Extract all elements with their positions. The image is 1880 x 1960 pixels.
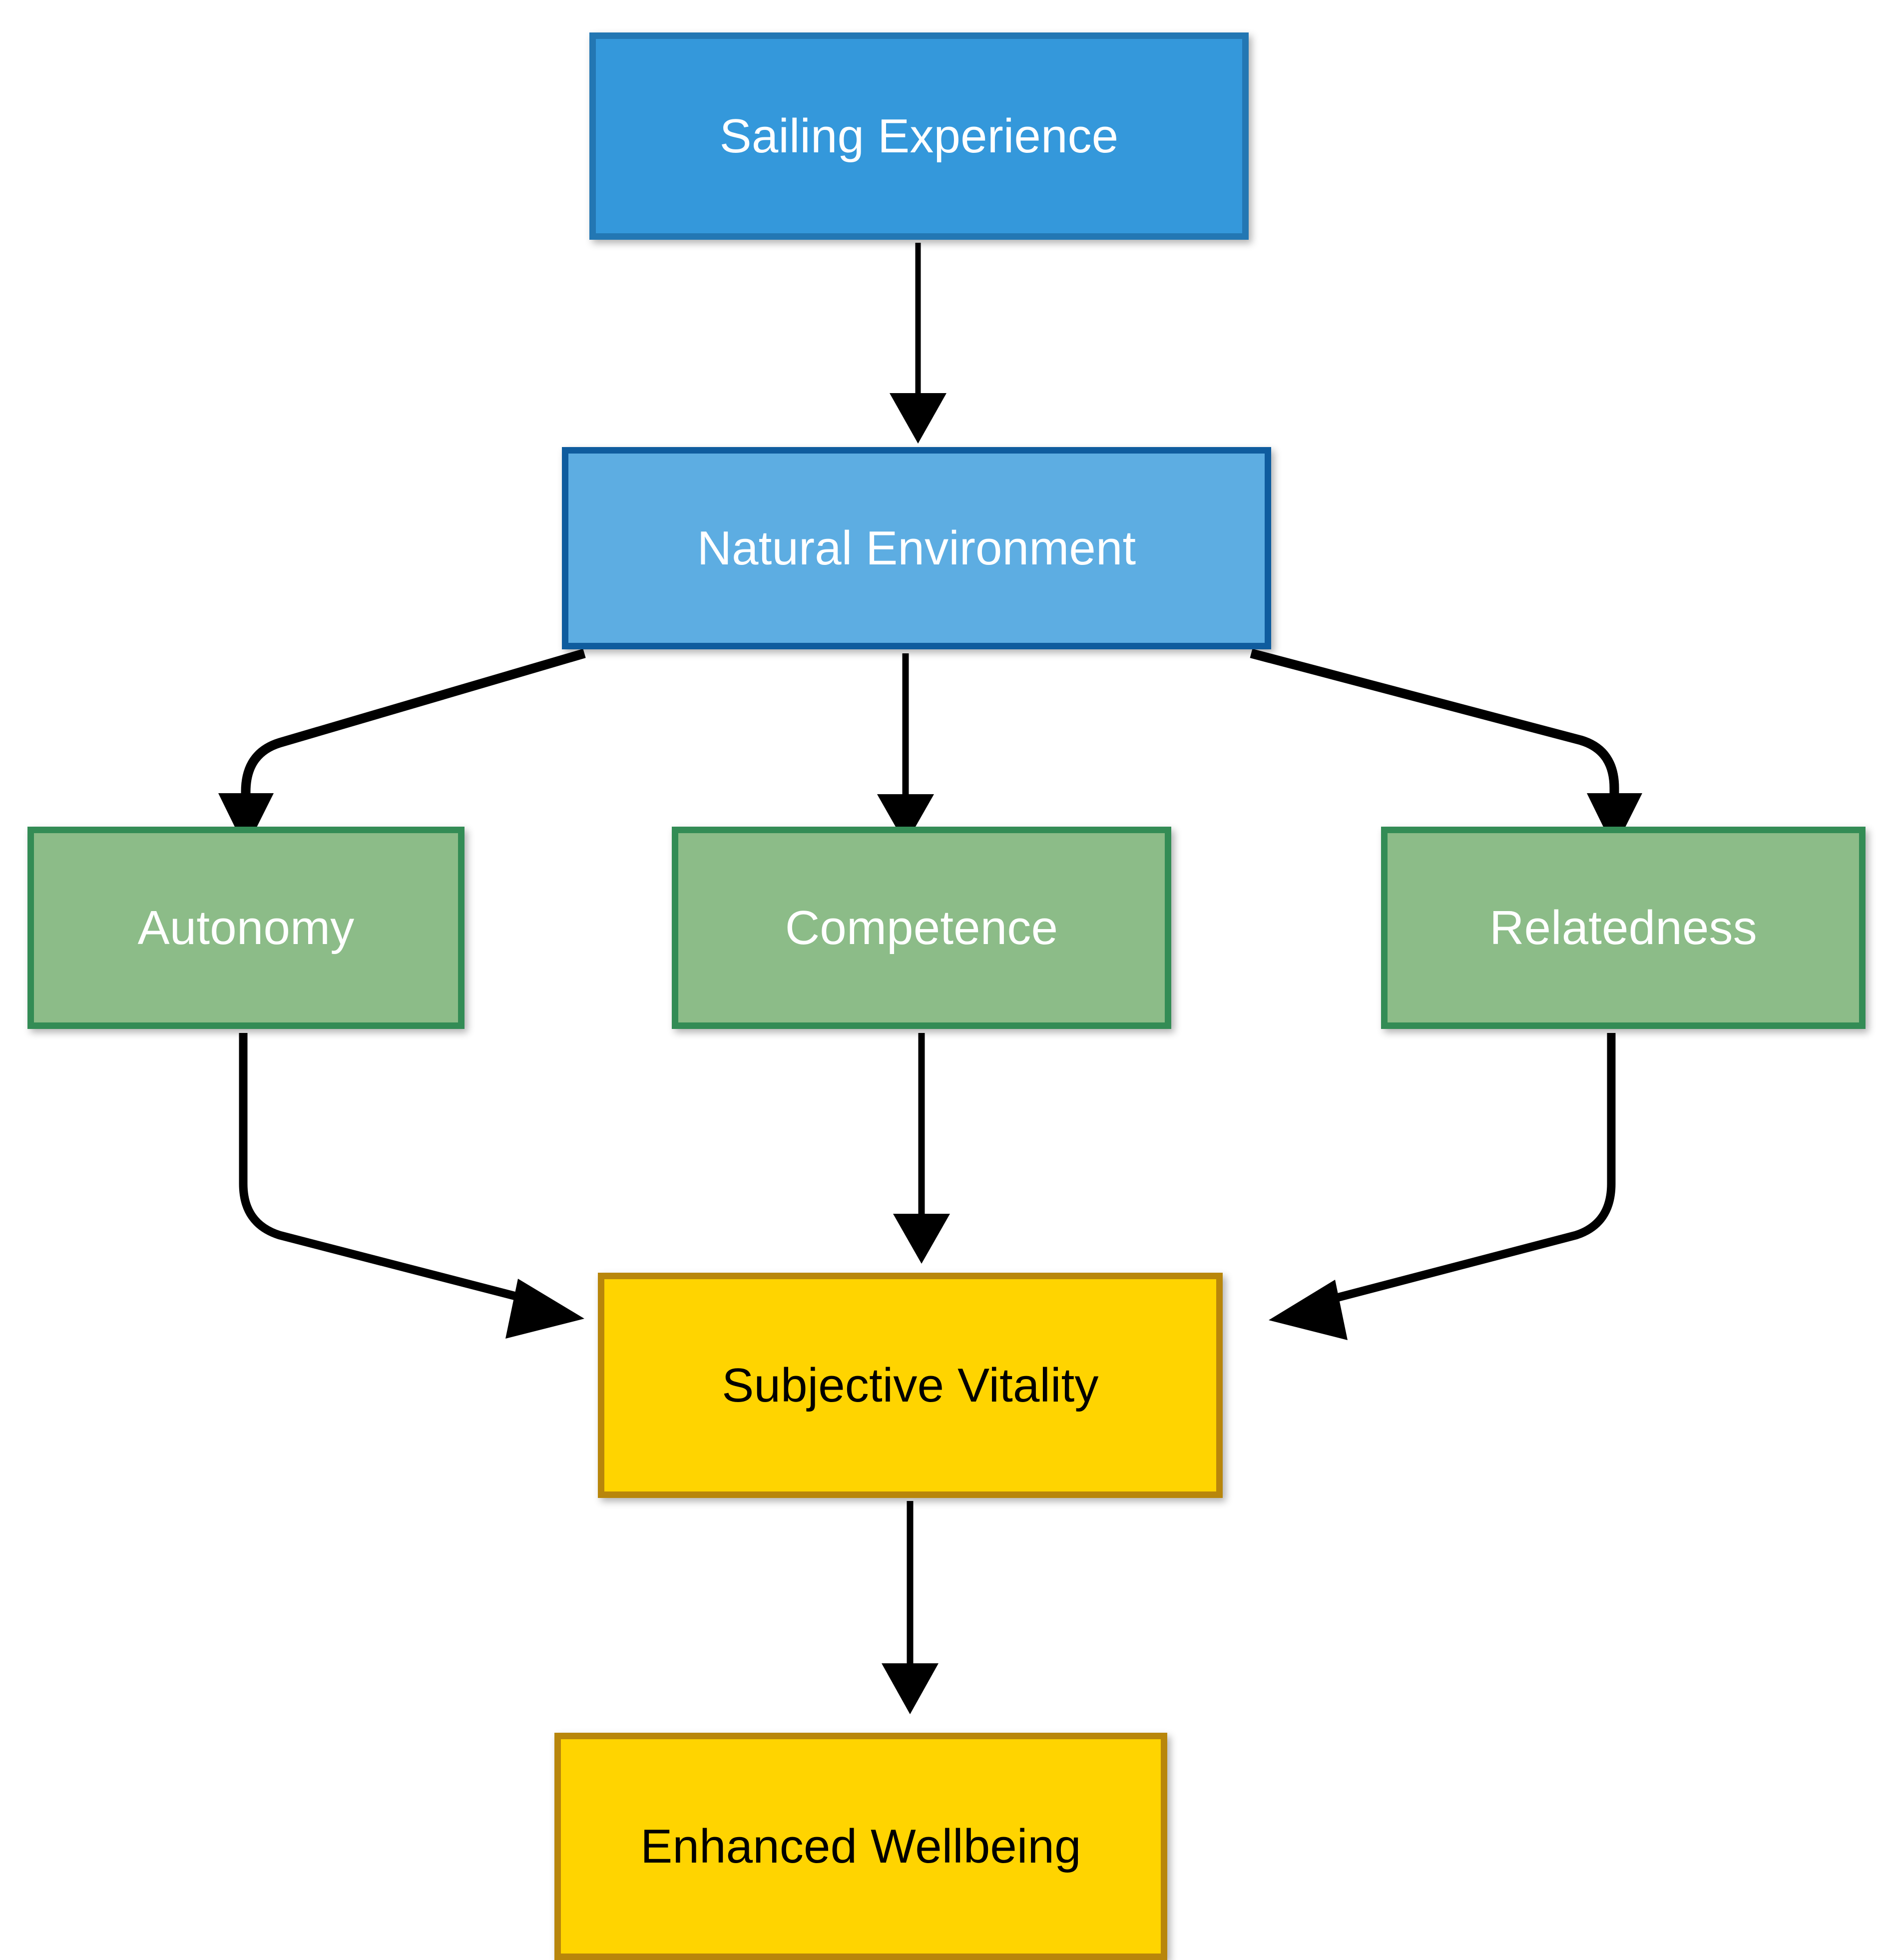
- node-natural-environment[interactable]: Natural Environment: [562, 447, 1271, 649]
- edge-sailing-to-environment: [890, 243, 946, 444]
- arrowhead-down-icon: [218, 793, 274, 849]
- arrowhead-diagonal-icon: [505, 1279, 584, 1339]
- arrowhead-down-icon: [877, 794, 934, 844]
- arrowhead-down-icon: [893, 1214, 950, 1264]
- edge-competence-to-vitality: [893, 1033, 950, 1264]
- node-label: Enhanced Wellbeing: [640, 1819, 1081, 1873]
- node-label: Relatedness: [1489, 901, 1757, 955]
- node-autonomy[interactable]: Autonomy: [27, 827, 465, 1029]
- arrowhead-down-icon: [882, 1663, 939, 1714]
- node-label: Autonomy: [137, 901, 355, 955]
- arrowhead-down-icon: [890, 393, 946, 444]
- edge-relatedness-to-vitality: [1269, 1033, 1616, 1340]
- arrowhead-diagonal-icon: [1269, 1280, 1348, 1340]
- edge-autonomy-to-vitality: [239, 1033, 584, 1339]
- flowchart-diagram: Sailing Experience Natural Environment A…: [27, 32, 1866, 1960]
- node-label: Sailing Experience: [719, 109, 1119, 163]
- node-label: Natural Environment: [697, 521, 1136, 575]
- edge-vitality-to-wellbeing: [882, 1501, 939, 1714]
- edge-environment-to-autonomy: [218, 648, 586, 849]
- node-label: Competence: [785, 901, 1058, 955]
- node-enhanced-wellbeing[interactable]: Enhanced Wellbeing: [554, 1733, 1167, 1960]
- node-relatedness[interactable]: Relatedness: [1381, 827, 1866, 1029]
- node-subjective-vitality[interactable]: Subjective Vitality: [598, 1273, 1223, 1498]
- node-label: Subjective Vitality: [722, 1358, 1099, 1412]
- node-competence[interactable]: Competence: [672, 827, 1171, 1029]
- node-sailing-experience[interactable]: Sailing Experience: [589, 32, 1249, 240]
- edge-environment-to-relatedness-path: [1250, 648, 1642, 849]
- edge-environment-to-competence: [877, 653, 934, 844]
- edge-layer: [218, 243, 1642, 1714]
- arrowhead-down-icon: [1587, 793, 1642, 849]
